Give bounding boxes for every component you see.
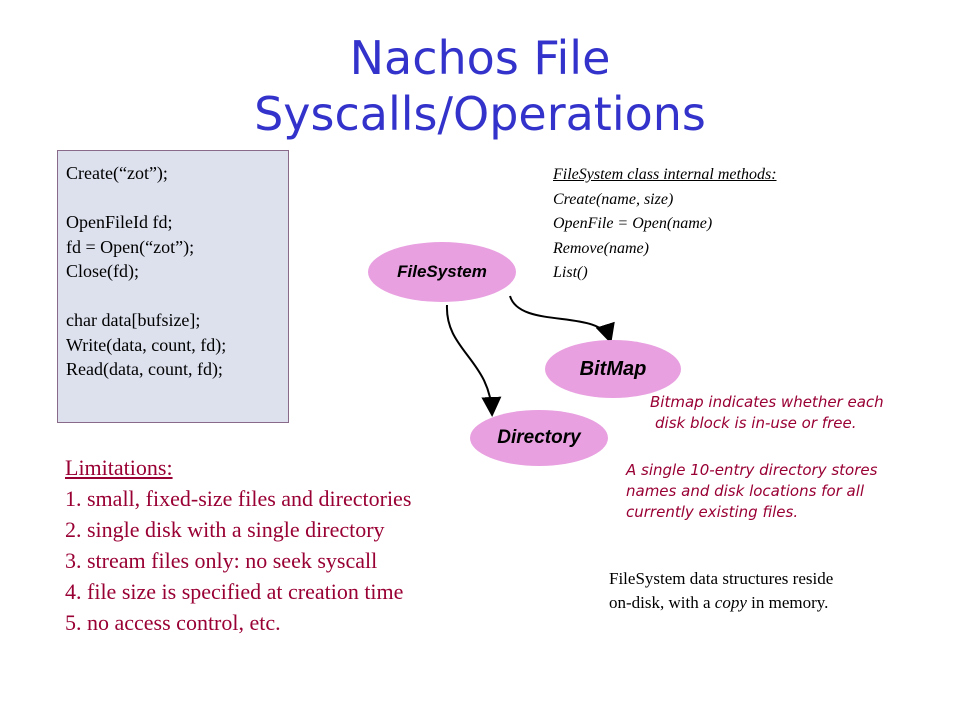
bitmap-node: BitMap xyxy=(545,340,681,398)
limitations-heading: Limitations: xyxy=(65,455,173,480)
code-line: Write(data, count, fd); xyxy=(66,334,227,355)
method-item: Remove(name) xyxy=(553,239,649,257)
disk-note-line: on-disk, with a copy in memory. xyxy=(609,591,833,615)
directory-note-line: currently existing files. xyxy=(626,503,799,521)
code-line: Read(data, count, fd); xyxy=(66,359,223,379)
title-line-1: Nachos File xyxy=(349,31,611,85)
disk-note-text: in memory. xyxy=(746,593,829,612)
bitmap-node-label: BitMap xyxy=(579,357,647,380)
limitations-list: Limitations: 1. small, fixed-size files … xyxy=(65,452,411,638)
disk-note-text: on-disk, with a xyxy=(609,593,715,612)
directory-note-line: names and disk locations for all xyxy=(626,482,865,500)
limitation-item: 5. no access control, etc. xyxy=(65,610,281,635)
disk-storage-note: FileSystem data structures reside on-dis… xyxy=(609,567,833,615)
method-item: Create(name, size) xyxy=(553,190,674,208)
limitation-item: 3. stream files only: no seek syscall xyxy=(65,548,378,573)
limitation-item: 1. small, fixed-size files and directori… xyxy=(65,486,412,511)
code-line: OpenFileId fd; xyxy=(66,212,173,232)
code-line: fd = Open(“zot”); xyxy=(66,236,195,257)
slide-title: Nachos File Syscalls/Operations xyxy=(0,30,960,142)
code-line: Close(fd); xyxy=(66,261,139,281)
filesystem-to-bitmap-arrow xyxy=(509,295,615,344)
filesystem-node-label: FileSystem xyxy=(397,262,487,281)
disk-note-line: FileSystem data structures reside xyxy=(609,569,834,588)
code-line: char data[bufsize]; xyxy=(66,310,201,330)
filesystem-methods-list: FileSystem class internal methods: Creat… xyxy=(553,163,777,286)
filesystem-to-directory-arrow xyxy=(445,304,502,417)
bitmap-note-line: Bitmap indicates whether each xyxy=(650,393,884,411)
filesystem-node: FileSystem xyxy=(368,242,516,302)
code-line: Create(“zot”); xyxy=(66,163,168,183)
syscall-code-box: Create(“zot”); OpenFileId fd; fd = Open(… xyxy=(57,150,289,423)
directory-node: Directory xyxy=(470,410,608,466)
limitation-item: 4. file size is specified at creation ti… xyxy=(65,579,404,604)
disk-note-emphasis: copy xyxy=(714,593,747,612)
bitmap-note-line: disk block is in-use or free. xyxy=(655,414,857,432)
directory-node-label: Directory xyxy=(497,427,581,448)
method-item: OpenFile = Open(name) xyxy=(553,215,713,232)
title-line-2: Syscalls/Operations xyxy=(254,87,706,141)
method-item: List() xyxy=(553,264,588,281)
methods-heading: FileSystem class internal methods: xyxy=(553,166,777,183)
directory-note: A single 10-entry directory stores names… xyxy=(626,460,877,523)
limitation-item: 2. single disk with a single directory xyxy=(65,517,385,542)
directory-note-line: A single 10-entry directory stores xyxy=(626,461,878,479)
bitmap-note: Bitmap indicates whether each disk block… xyxy=(650,392,884,434)
